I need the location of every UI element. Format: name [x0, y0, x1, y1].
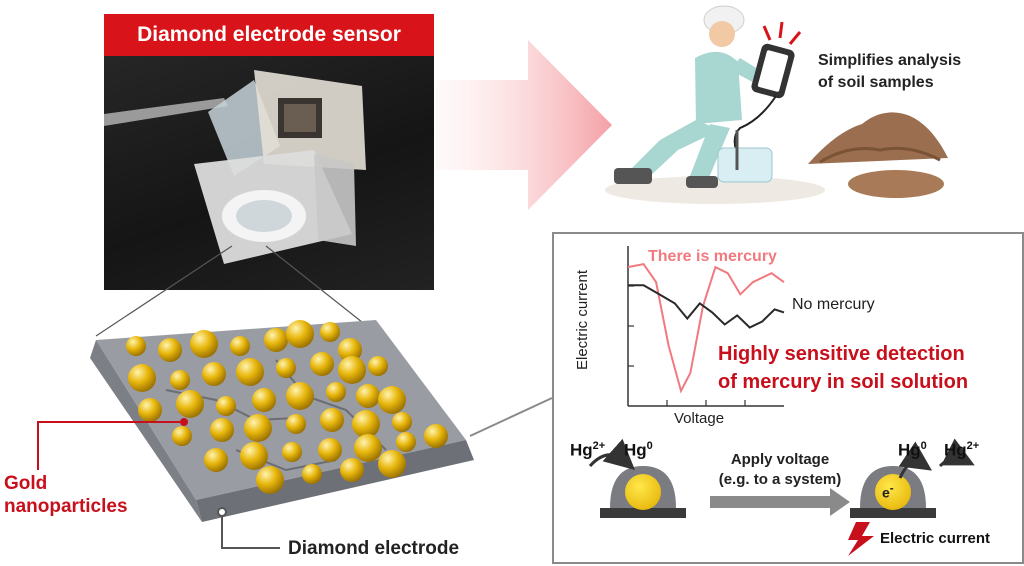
gold-nanoparticle [252, 388, 276, 412]
gold-nanoparticle [338, 338, 362, 362]
lightning-icon [848, 522, 874, 556]
electrode-illustration [90, 320, 474, 522]
gold-nanoparticle [378, 450, 406, 478]
gold-nanoparticle [356, 384, 380, 408]
chart-xlabel: Voltage [674, 410, 725, 427]
gold-nanoparticle [244, 414, 272, 442]
apply-voltage-line2: (e.g. to a system) [718, 471, 842, 488]
gold-nanoparticle [236, 358, 264, 386]
gold-nanoparticle [282, 442, 302, 462]
gold-nanoparticle [126, 336, 146, 356]
gold-nanoparticle [170, 370, 190, 390]
apply-voltage-text: Apply voltage (e.g. to a system) [700, 450, 860, 490]
gold-nanoparticle [172, 426, 192, 446]
big-arrow-icon [436, 40, 612, 210]
detection-line2: of mercury in soil solution [718, 371, 969, 393]
hg0-left: Hg0 [624, 440, 653, 460]
photo-title: Diamond electrode sensor [104, 14, 434, 56]
gold-nanoparticle [190, 330, 218, 358]
gold-nanoparticle [302, 464, 322, 484]
detection-line1: Highly sensitive detection [718, 343, 965, 365]
series-mercury-label: There is mercury [648, 248, 777, 265]
hg0-right: Hg0 [898, 440, 927, 460]
series-line-no-mercury [628, 284, 785, 329]
gold-nanoparticle [216, 396, 236, 416]
gold-nanoparticle [264, 328, 288, 352]
gold-nanoparticle [256, 466, 284, 494]
gold-nanoparticle [276, 358, 296, 378]
gold-nanoparticle [368, 356, 388, 376]
gold-nanoparticle [340, 458, 364, 482]
gold-nanoparticle [320, 322, 340, 342]
diamond-electrode-label: Diamond electrode [288, 538, 460, 559]
gold-nanoparticle [202, 362, 226, 386]
hg2plus-left: Hg2+ [570, 440, 606, 460]
chart-ylabel: Electric current [574, 269, 591, 371]
gold-nanoparticle [230, 336, 250, 356]
gold-nanoparticle [138, 398, 162, 422]
gold-nanoparticle [286, 382, 314, 410]
gold-label-line1: Gold [4, 473, 48, 494]
current-chart [627, 246, 785, 407]
worker-caption-line1: Simplifies analysis [818, 52, 962, 69]
detection-text: Highly sensitive detection of mercury in… [718, 340, 968, 396]
soil-pile-illustration [808, 112, 948, 198]
gold-nanoparticle [286, 320, 314, 348]
gold-nanoparticle [352, 410, 380, 438]
gold-nanoparticle [176, 390, 204, 418]
gold-nanoparticle [396, 432, 416, 452]
worker-illustration [605, 5, 825, 204]
mechanism-diagram [588, 438, 975, 556]
gold-nanoparticle [378, 386, 406, 414]
gold-nanoparticles-label: Gold nanoparticles [4, 472, 128, 518]
apply-voltage-line1: Apply voltage [730, 451, 830, 468]
hg2plus-right: Hg2+ [944, 440, 980, 460]
gold-nanoparticle [320, 408, 344, 432]
gold-nanoparticle [204, 448, 228, 472]
gold-nanoparticle [318, 438, 342, 462]
gold-nanoparticle [338, 356, 366, 384]
electric-current-label: Electric current [880, 530, 991, 547]
gold-nanoparticle [286, 414, 306, 434]
gold-nanoparticle [310, 352, 334, 376]
gold-nanoparticle [354, 434, 382, 462]
gold-nanoparticle [128, 364, 156, 392]
gold-nanoparticle [392, 412, 412, 432]
gold-nanoparticle [210, 418, 234, 442]
gold-label-line2: nanoparticles [4, 496, 128, 517]
series-no-mercury-label: No mercury [792, 296, 875, 313]
sensor-photo [104, 14, 434, 290]
gold-nanoparticle [326, 382, 346, 402]
gold-nanoparticle [240, 442, 268, 470]
gold-nanoparticle [424, 424, 448, 448]
worker-caption: Simplifies analysis of soil samples [818, 50, 961, 94]
gold-nanoparticle [158, 338, 182, 362]
worker-caption-line2: of soil samples [818, 74, 934, 91]
electron-label: e- [882, 482, 894, 501]
